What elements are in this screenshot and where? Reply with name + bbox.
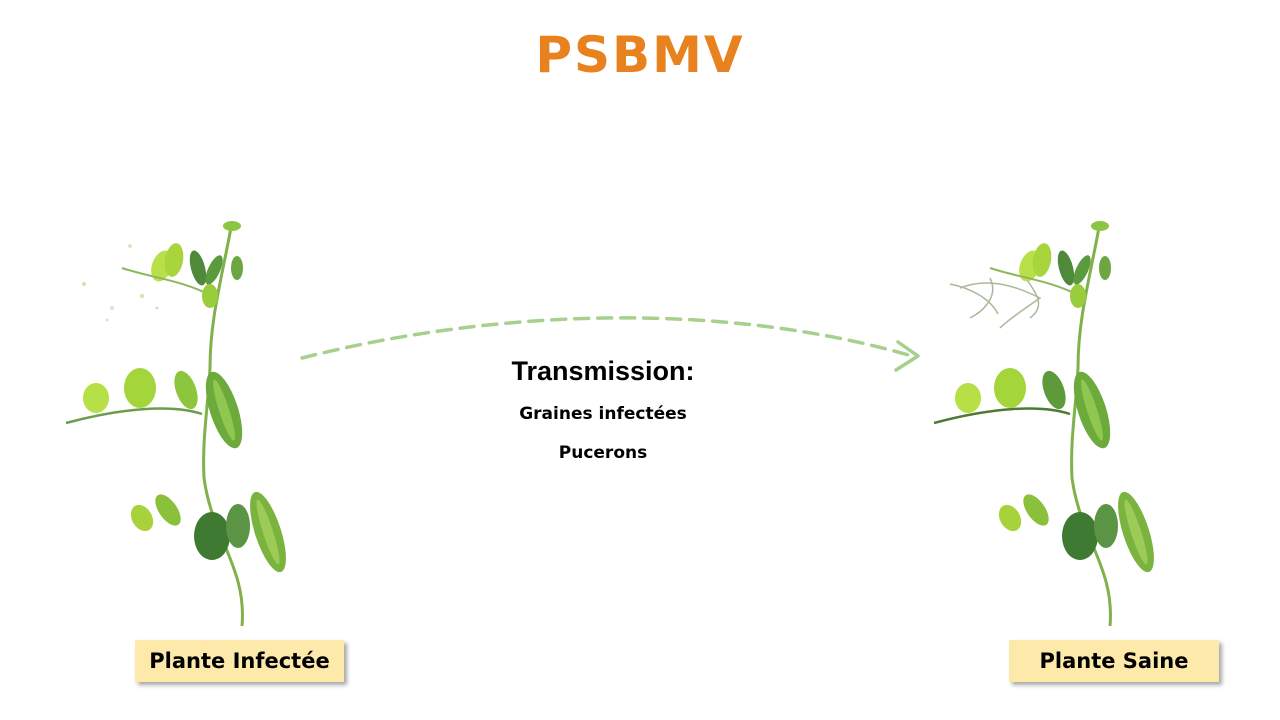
infected-pea-plant-image xyxy=(65,221,286,627)
healthy-plant-label: Plante Saine xyxy=(1009,640,1219,682)
transmission-heading: Transmission: xyxy=(511,356,695,386)
healthy-pea-plant-image xyxy=(933,221,1154,627)
transmission-item-aphids: Pucerons xyxy=(558,443,648,463)
slide-title: PSBMV xyxy=(535,26,745,84)
infected-plant-label: Plante Infectée xyxy=(135,640,344,682)
dashed-curved-arrow-icon xyxy=(300,316,920,372)
transmission-item-seeds: Graines infectées xyxy=(519,404,687,424)
